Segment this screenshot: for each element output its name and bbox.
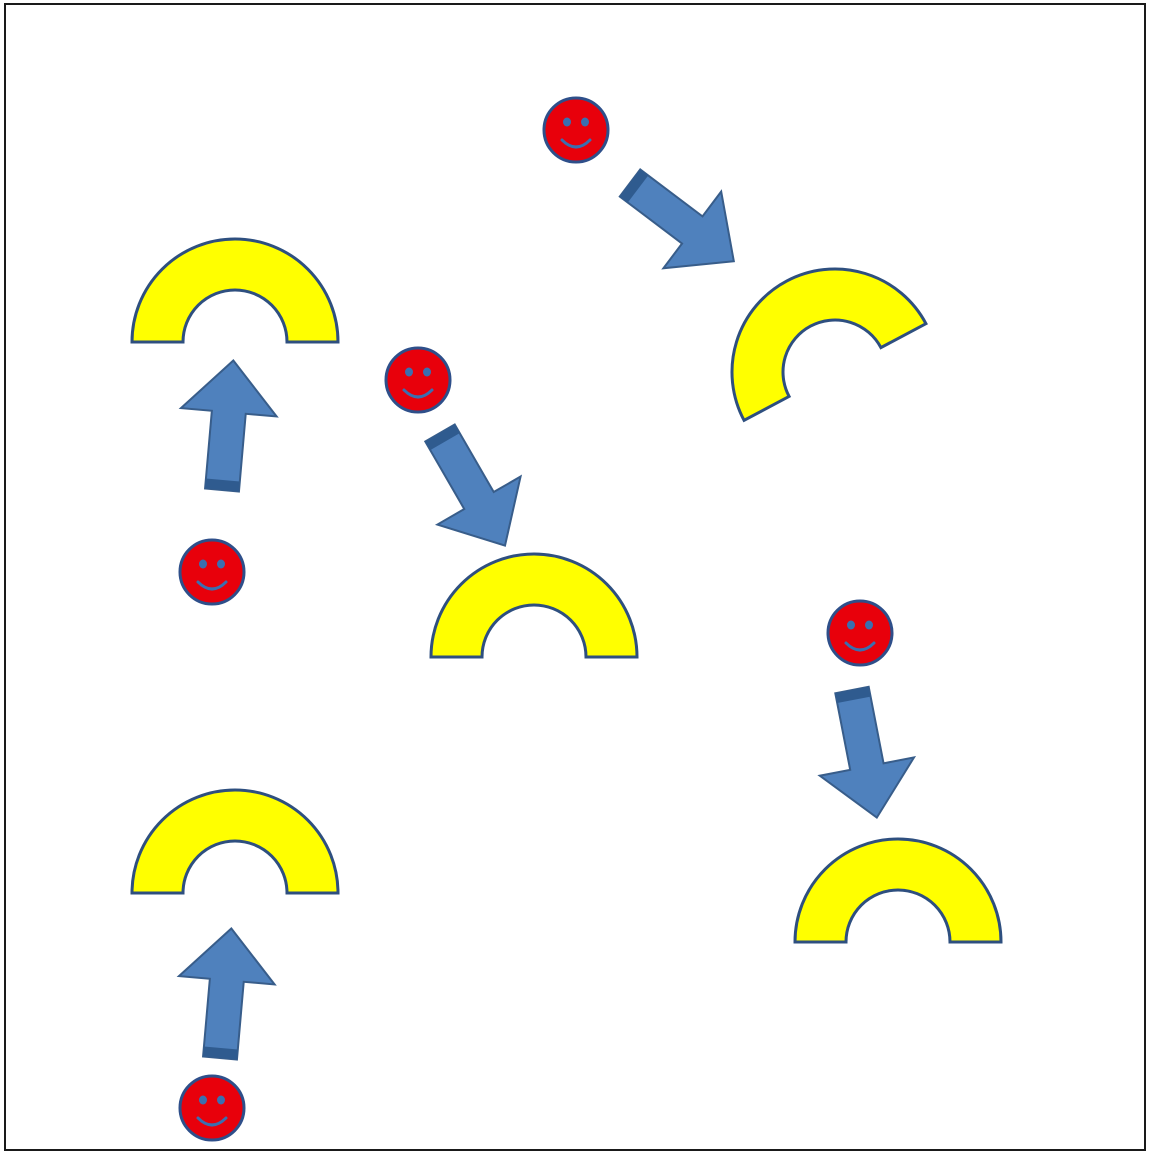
group-bottom-left	[130, 788, 340, 1142]
smiley-face-icon	[826, 599, 894, 667]
group-top-left	[130, 237, 340, 606]
arch-middle	[429, 552, 639, 659]
smiley-top-right	[542, 96, 610, 164]
smiley-left-eye	[563, 117, 571, 127]
arrow-tail-shade	[835, 686, 871, 704]
smiley-left-eye	[405, 367, 413, 377]
block-arc-icon	[793, 837, 1003, 944]
smiley-right-eye	[217, 1095, 225, 1105]
arch-right	[793, 837, 1003, 944]
smiley-mouth	[844, 641, 876, 652]
smiley-right-eye	[865, 620, 873, 630]
smiley-right-eye	[581, 117, 589, 127]
smiley-right	[826, 599, 894, 667]
smiley-top-left	[178, 538, 246, 606]
smiley-head	[384, 346, 452, 414]
arrow-tail-shade	[203, 1046, 238, 1060]
arrow-top-right	[600, 143, 764, 301]
arrow-right	[803, 679, 925, 828]
block-arc-icon	[130, 237, 340, 344]
smiley-right-eye	[423, 367, 431, 377]
arch-top-left	[130, 237, 340, 344]
smiley-bottom-left	[178, 1074, 246, 1142]
smiley-head	[178, 1074, 246, 1142]
group-top-right	[542, 96, 928, 422]
block-arrow-icon	[171, 923, 281, 1064]
smiley-face-icon	[384, 346, 452, 414]
block-arrow-icon	[600, 143, 764, 301]
group-right	[793, 599, 1003, 944]
smiley-head	[178, 538, 246, 606]
arch-bottom-left	[130, 788, 340, 895]
smiley-face-icon	[178, 538, 246, 606]
arrow-tail-shade	[205, 478, 240, 492]
block-arrow-icon	[397, 408, 548, 571]
frame-border	[4, 3, 1146, 1151]
arrow-middle	[397, 408, 548, 571]
smiley-mouth	[560, 138, 592, 149]
smiley-head	[542, 96, 610, 164]
block-arrow-icon	[803, 679, 925, 828]
smiley-left-eye	[199, 559, 207, 569]
smiley-mouth	[196, 580, 228, 591]
smiley-mouth	[402, 388, 434, 399]
arrow-bottom-left	[171, 923, 281, 1064]
arrow-top-left	[173, 355, 283, 496]
smiley-left-eye	[847, 620, 855, 630]
smiley-mouth	[196, 1116, 228, 1127]
smiley-head	[826, 599, 894, 667]
arrow-tail-shade	[425, 424, 460, 451]
smiley-right-eye	[217, 559, 225, 569]
block-arc-icon	[429, 552, 639, 659]
block-arrow-icon	[173, 355, 283, 496]
smiley-middle	[384, 346, 452, 414]
arrow-tail-shade	[619, 169, 649, 203]
smiley-left-eye	[199, 1095, 207, 1105]
block-arc-icon	[130, 788, 340, 895]
group-middle	[384, 346, 639, 659]
smiley-face-icon	[542, 96, 610, 164]
smiley-face-icon	[178, 1074, 246, 1142]
